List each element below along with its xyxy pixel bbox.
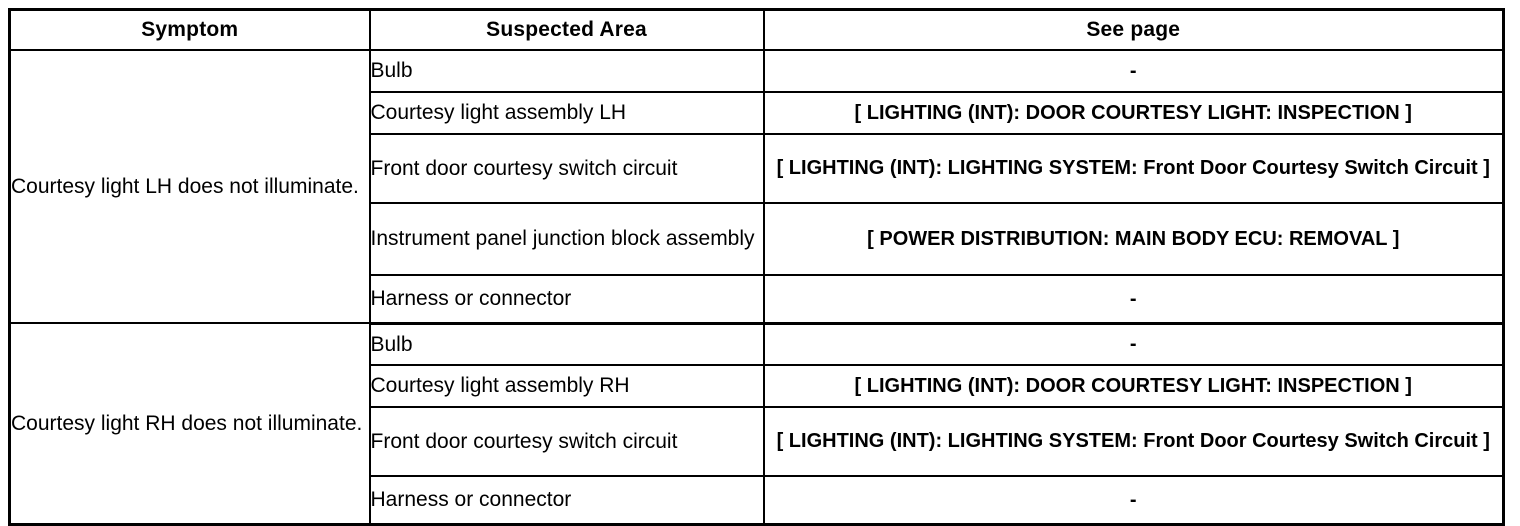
table-row: Courtesy light LH does not illuminate. B… (8, 49, 1505, 324)
column-header-symptom: Symptom (8, 8, 371, 51)
suspected-area-cell: Harness or connector (368, 475, 765, 526)
suspected-area-cell: Harness or connector (368, 274, 765, 325)
see-page-cell: [ LIGHTING (INT): DOOR COURTESY LIGHT: I… (762, 91, 1505, 135)
suspected-area-cell: Courtesy light assembly LH (368, 91, 765, 135)
see-page-cell: - (762, 475, 1505, 526)
column-header-suspected-area: Suspected Area (368, 8, 765, 51)
table-body: Courtesy light LH does not illuminate. B… (8, 49, 1505, 526)
table-row: Front door courtesy switch circuit [ LIG… (10, 133, 1505, 204)
table-row: Courtesy light RH does not illuminate. B… (8, 322, 1505, 525)
see-page-cell: [ LIGHTING (INT): LIGHTING SYSTEM: Front… (762, 406, 1505, 477)
table-header-row: Symptom Suspected Area See page (8, 8, 1505, 51)
symptom-cell-lh: Courtesy light LH does not illuminate. (8, 49, 371, 324)
see-page-cell: - (762, 49, 1505, 93)
suspected-area-cell: Front door courtesy switch circuit (368, 406, 765, 477)
table-row: Instrument panel junction block assembly… (10, 202, 1505, 276)
see-page-cell: [ POWER DISTRIBUTION: MAIN BODY ECU: REM… (762, 202, 1505, 276)
table-header: Symptom Suspected Area See page (8, 8, 1505, 51)
table-row: Harness or connector - (10, 274, 1505, 325)
suspected-area-cell: Courtesy light assembly RH (368, 364, 765, 408)
symptom-cell-rh: Courtesy light RH does not illuminate. (8, 322, 371, 525)
suspected-area-cell: Instrument panel junction block assembly (368, 202, 765, 276)
see-page-cell: - (762, 322, 1505, 366)
see-page-cell: [ LIGHTING (INT): LIGHTING SYSTEM: Front… (762, 133, 1505, 204)
table-row: Harness or connector - (10, 475, 1505, 526)
table-row: Front door courtesy switch circuit [ LIG… (10, 406, 1505, 477)
suspected-area-cell: Bulb (368, 49, 765, 93)
column-header-see-page: See page (762, 8, 1505, 51)
see-page-cell: [ LIGHTING (INT): DOOR COURTESY LIGHT: I… (762, 364, 1505, 408)
suspected-area-cell: Front door courtesy switch circuit (368, 133, 765, 204)
see-page-cell: - (762, 274, 1505, 325)
table-row: Courtesy light assembly LH [ LIGHTING (I… (10, 91, 1505, 135)
table-row: Courtesy light assembly RH [ LIGHTING (I… (10, 364, 1505, 408)
symptom-diagnosis-table: Symptom Suspected Area See page Courtesy… (8, 8, 1505, 526)
suspected-area-cell: Bulb (368, 322, 765, 366)
